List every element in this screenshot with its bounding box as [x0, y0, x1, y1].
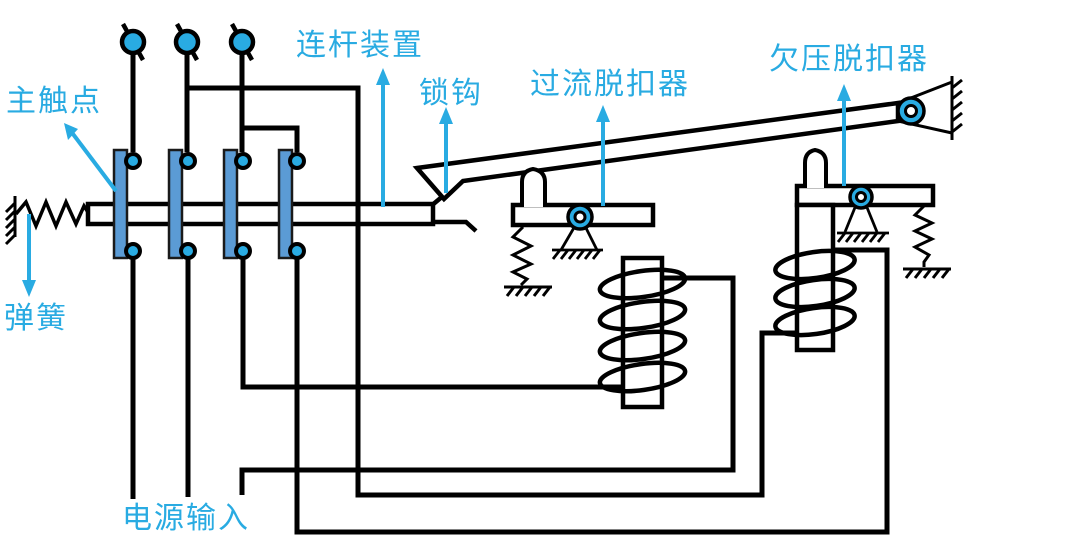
switch-1 — [119, 22, 147, 62]
contact-bar-3 — [222, 148, 239, 260]
label-latch-hook: 锁钩 — [419, 76, 483, 111]
return-spring — [14, 197, 91, 231]
overcurrent-coil — [597, 255, 688, 410]
undervoltage-pivot-support — [836, 204, 889, 243]
overcurrent-arrow-icon — [596, 105, 610, 206]
main-contact-arrow-icon — [64, 123, 118, 193]
contact-bar-4 — [277, 148, 294, 260]
annotation-arrows — [22, 68, 851, 297]
overcurrent-pivot-support — [551, 225, 603, 260]
overcurrent-coil-feed-wire — [240, 258, 623, 390]
contact-bars — [112, 148, 294, 260]
linkage-arrow-icon — [376, 68, 390, 207]
spring-arrow-icon — [22, 214, 36, 297]
wall-anchor-left — [4, 196, 17, 246]
contact-dots — [124, 152, 306, 260]
contact-bar-1 — [112, 148, 129, 260]
label-linkage-device: 连杆装置 — [296, 28, 424, 63]
undervoltage-armature — [803, 147, 828, 188]
undervoltage-arrow-icon — [837, 84, 851, 186]
overcurrent-coil-return-wire — [239, 275, 736, 495]
undervoltage-release-assembly — [773, 147, 951, 353]
undervoltage-coil — [773, 202, 857, 353]
pole4-top-link-wire — [242, 125, 300, 152]
phase-switches — [119, 22, 256, 62]
switch-2 — [173, 22, 201, 62]
switch-3 — [228, 22, 256, 62]
label-main-contact: 主触点 — [6, 84, 102, 119]
overcurrent-armature — [520, 166, 547, 207]
label-undervoltage-release: 欠压脱扣器 — [769, 42, 929, 77]
label-overcurrent-release: 过流脱扣器 — [530, 67, 690, 102]
wiring — [130, 53, 890, 535]
contact-bar-2 — [167, 148, 184, 260]
label-spring: 弹簧 — [4, 301, 68, 336]
overcurrent-spring — [504, 225, 552, 297]
overcurrent-release-assembly — [504, 166, 688, 410]
undervoltage-coil-feed-wire — [294, 247, 890, 535]
latch-hook-arrow-icon — [439, 107, 453, 193]
label-power-input: 电源输入 — [122, 501, 250, 536]
undervoltage-sense-wire — [187, 85, 797, 498]
latch-lever — [412, 76, 963, 203]
main-contact-assembly — [112, 148, 306, 260]
undervoltage-spring — [903, 204, 951, 279]
